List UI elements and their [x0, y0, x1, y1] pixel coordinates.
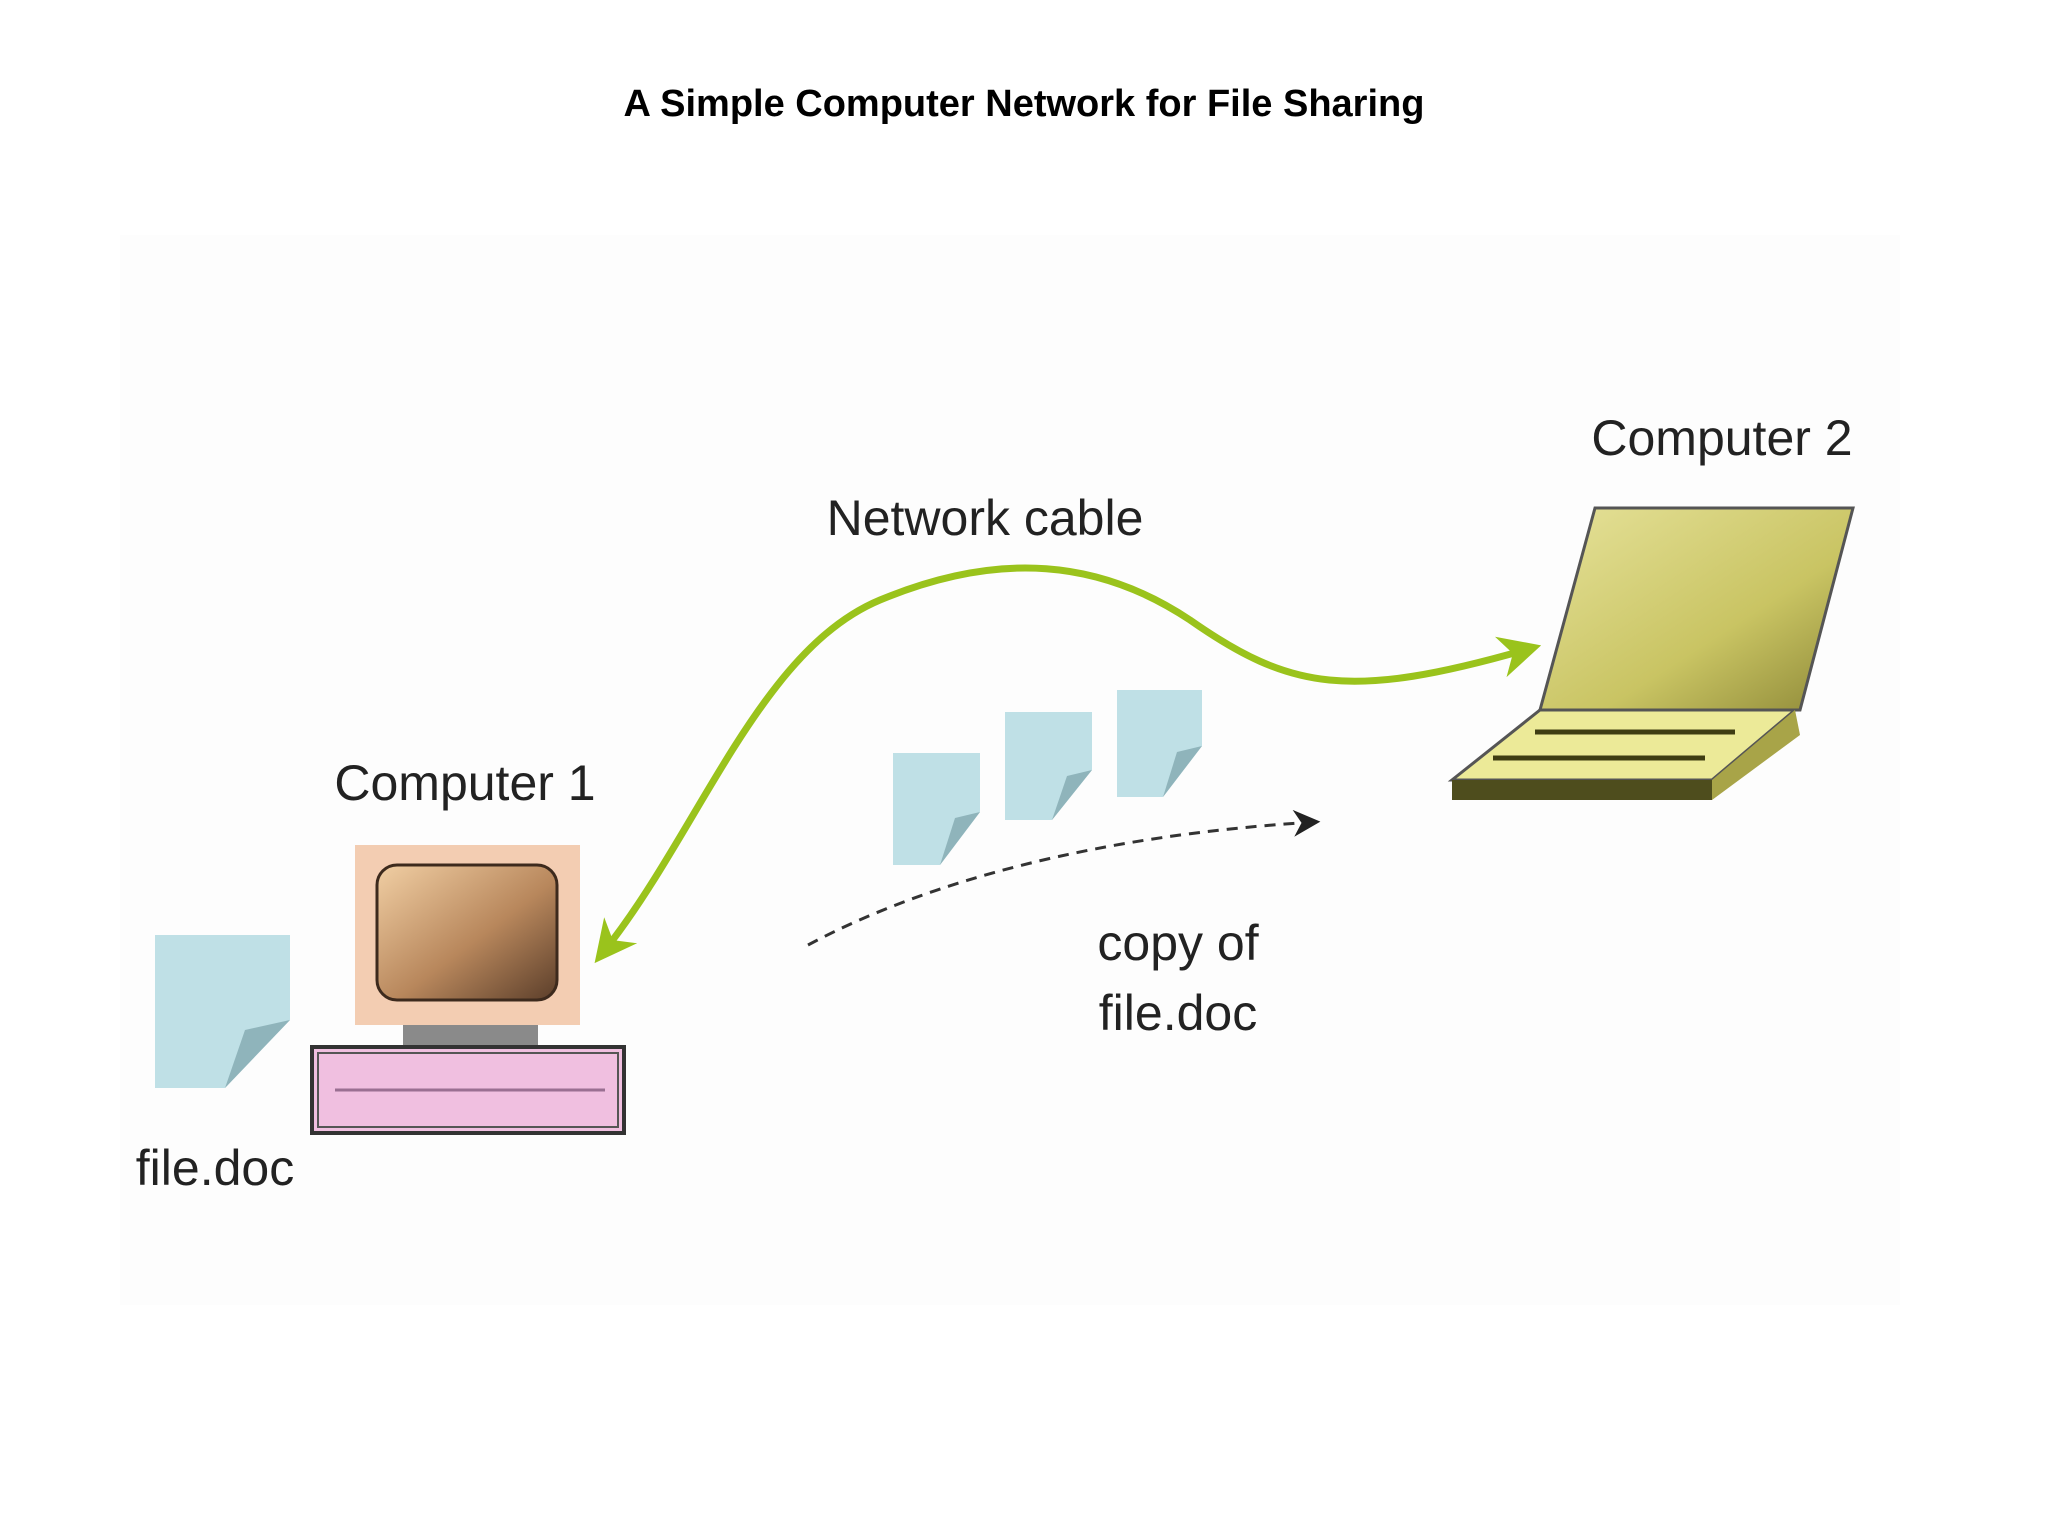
computer-2-label: Computer 2 — [1591, 410, 1852, 466]
document-copy-icon — [1005, 712, 1092, 820]
document-copy-icon — [1117, 690, 1202, 797]
copy-label-line2: file.doc — [1099, 985, 1257, 1041]
file-label: file.doc — [136, 1140, 294, 1196]
computer-1-label: Computer 1 — [334, 755, 595, 811]
copy-label-line1: copy of — [1097, 915, 1258, 971]
transfer-arrow — [807, 809, 1321, 947]
desktop-computer-icon — [310, 845, 626, 1135]
document-icon — [155, 935, 290, 1088]
laptop-computer-icon — [1447, 506, 1855, 800]
network-cable-label: Network cable — [827, 490, 1144, 546]
document-copy-icon — [893, 753, 980, 865]
network-cable — [594, 564, 1542, 964]
page-title: A Simple Computer Network for File Shari… — [623, 83, 1425, 125]
